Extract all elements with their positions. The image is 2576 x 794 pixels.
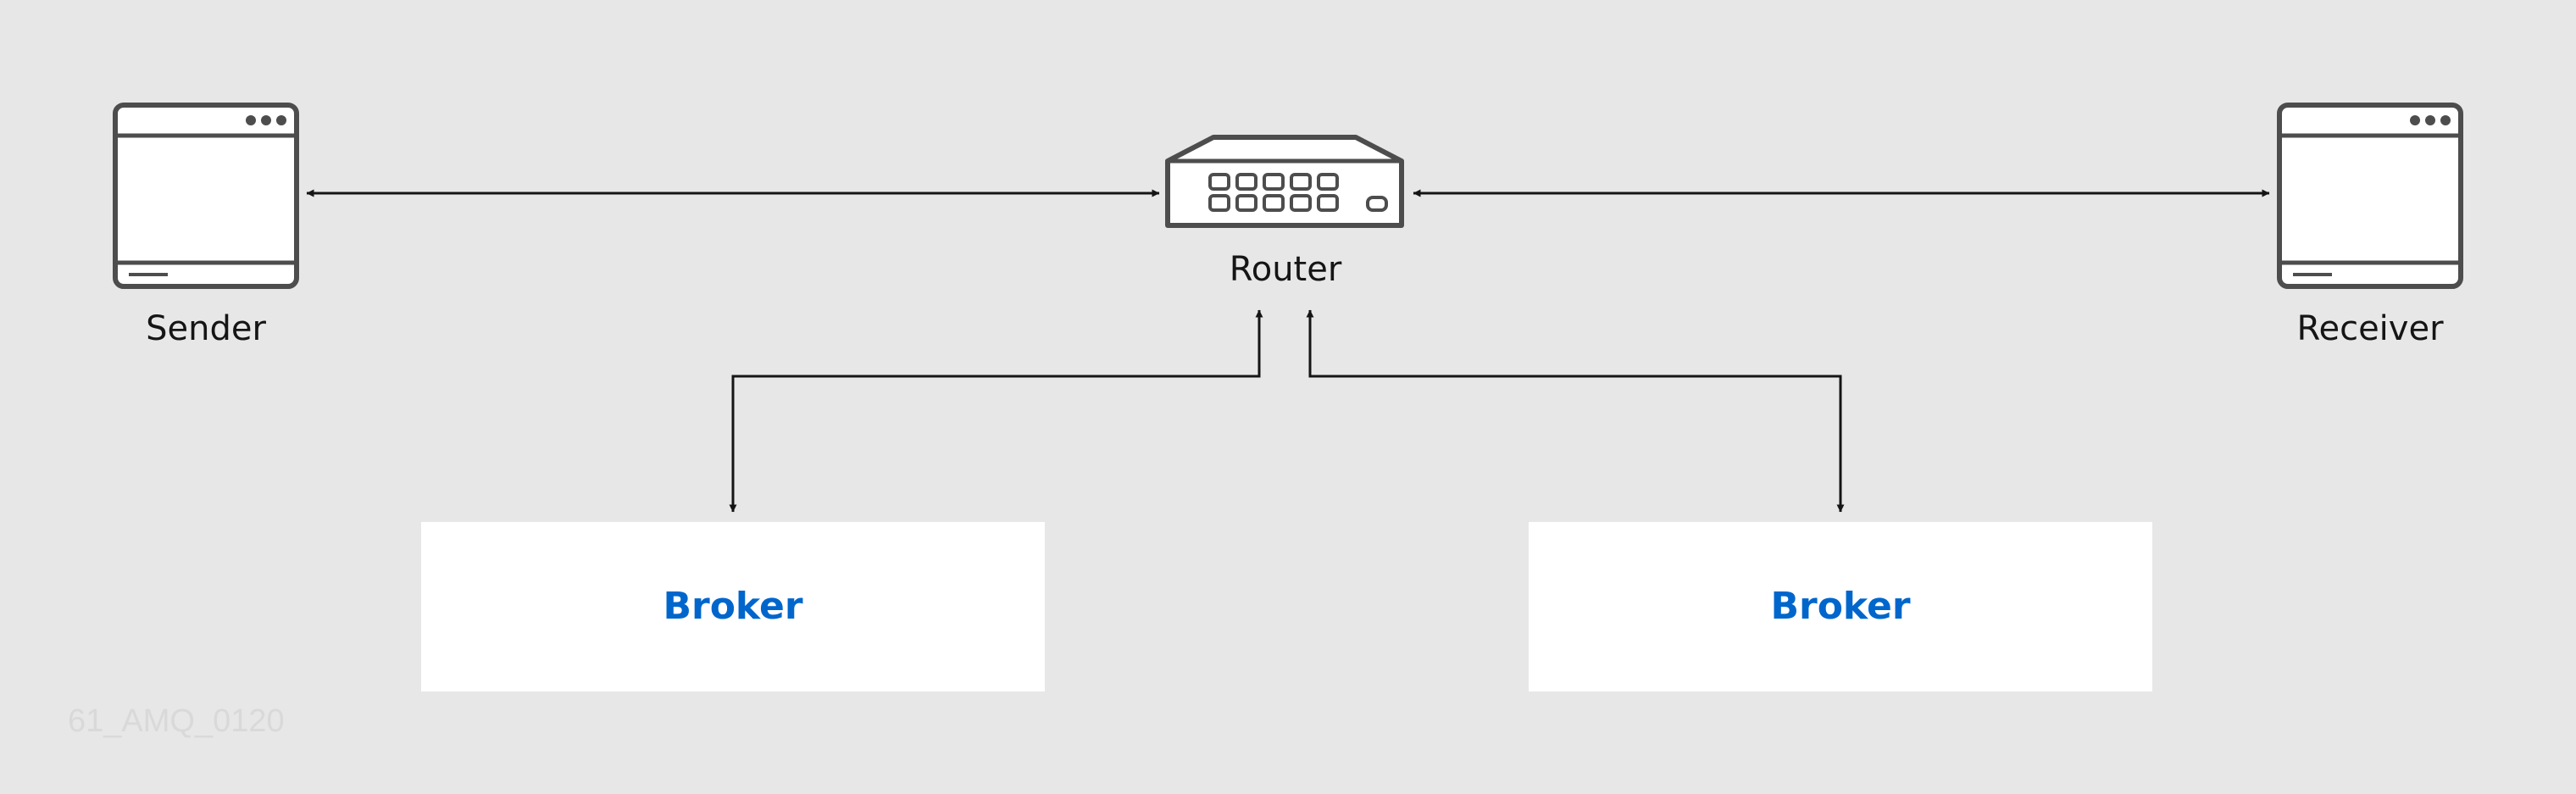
broker-1-label: Broker [663,585,803,628]
broker-2-box: Broker [1529,522,2152,691]
router-switch-icon [1165,135,1404,228]
broker-1-box: Broker [421,522,1045,691]
router-broker-2-connector [1306,309,1845,513]
receiver-window-icon [2277,103,2463,289]
router-label: Router [1229,250,1342,289]
receiver-label: Receiver [2296,309,2444,348]
figure-id-watermark: 61_AMQ_0120 [68,703,285,739]
sender-label: Sender [146,309,266,348]
sender-window-icon [113,103,299,289]
broker-2-label: Broker [1770,585,1911,628]
router-broker-1-connector [729,309,1263,513]
